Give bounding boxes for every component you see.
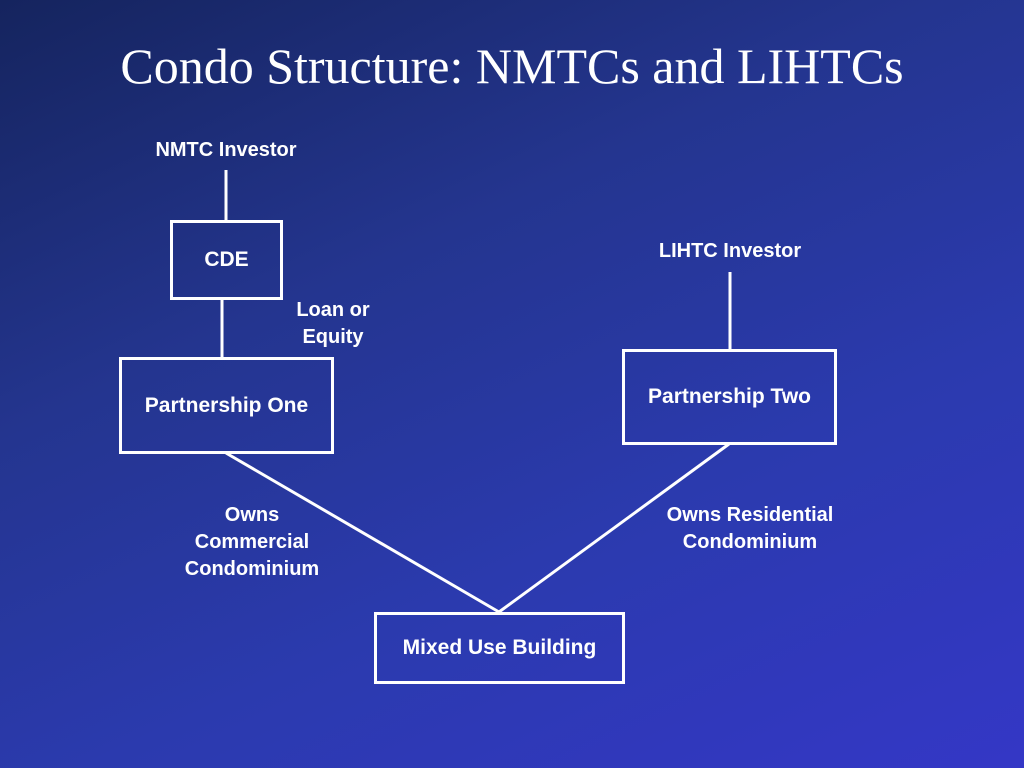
owns-commercial-line-2: Commercial	[194, 531, 310, 553]
partnership-one-label: Partnership One	[144, 393, 309, 417]
mixed-use-building-box: Mixed Use Building	[374, 612, 625, 684]
mixed-use-building-label: Mixed Use Building	[402, 636, 597, 659]
owns-commercial-line-3: Condominium	[184, 558, 320, 580]
nmtc-investor-label: NMTC Investor	[155, 139, 297, 161]
partnership-one-box: Partnership One	[119, 357, 334, 454]
cde-label: CDE	[204, 248, 249, 271]
partnership-two-label: Partnership Two	[648, 385, 811, 408]
line-partnership-two-to-building	[498, 442, 730, 614]
owns-residential-line-2: Condominium	[682, 531, 818, 553]
owns-residential-line-1: Owns Residential	[666, 504, 834, 526]
owns-commercial-label: Owns Commercial Condominium	[157, 502, 347, 583]
slide-title: Condo Structure: NMTCs and LIHTCs	[120, 38, 904, 94]
loan-or-equity-line-2: Equity	[302, 326, 364, 348]
owns-commercial-line-1: Owns	[224, 504, 280, 526]
lihtc-investor-label: LIHTC Investor	[658, 240, 802, 262]
partnership-two-box: Partnership Two	[622, 349, 837, 445]
owns-residential-label: Owns Residential Condominium	[640, 502, 860, 556]
loan-or-equity-label: Loan or Equity	[268, 297, 398, 351]
line-partnership-one-to-building	[225, 451, 500, 614]
loan-or-equity-line-1: Loan or	[296, 299, 370, 321]
cde-box: CDE	[170, 220, 283, 300]
